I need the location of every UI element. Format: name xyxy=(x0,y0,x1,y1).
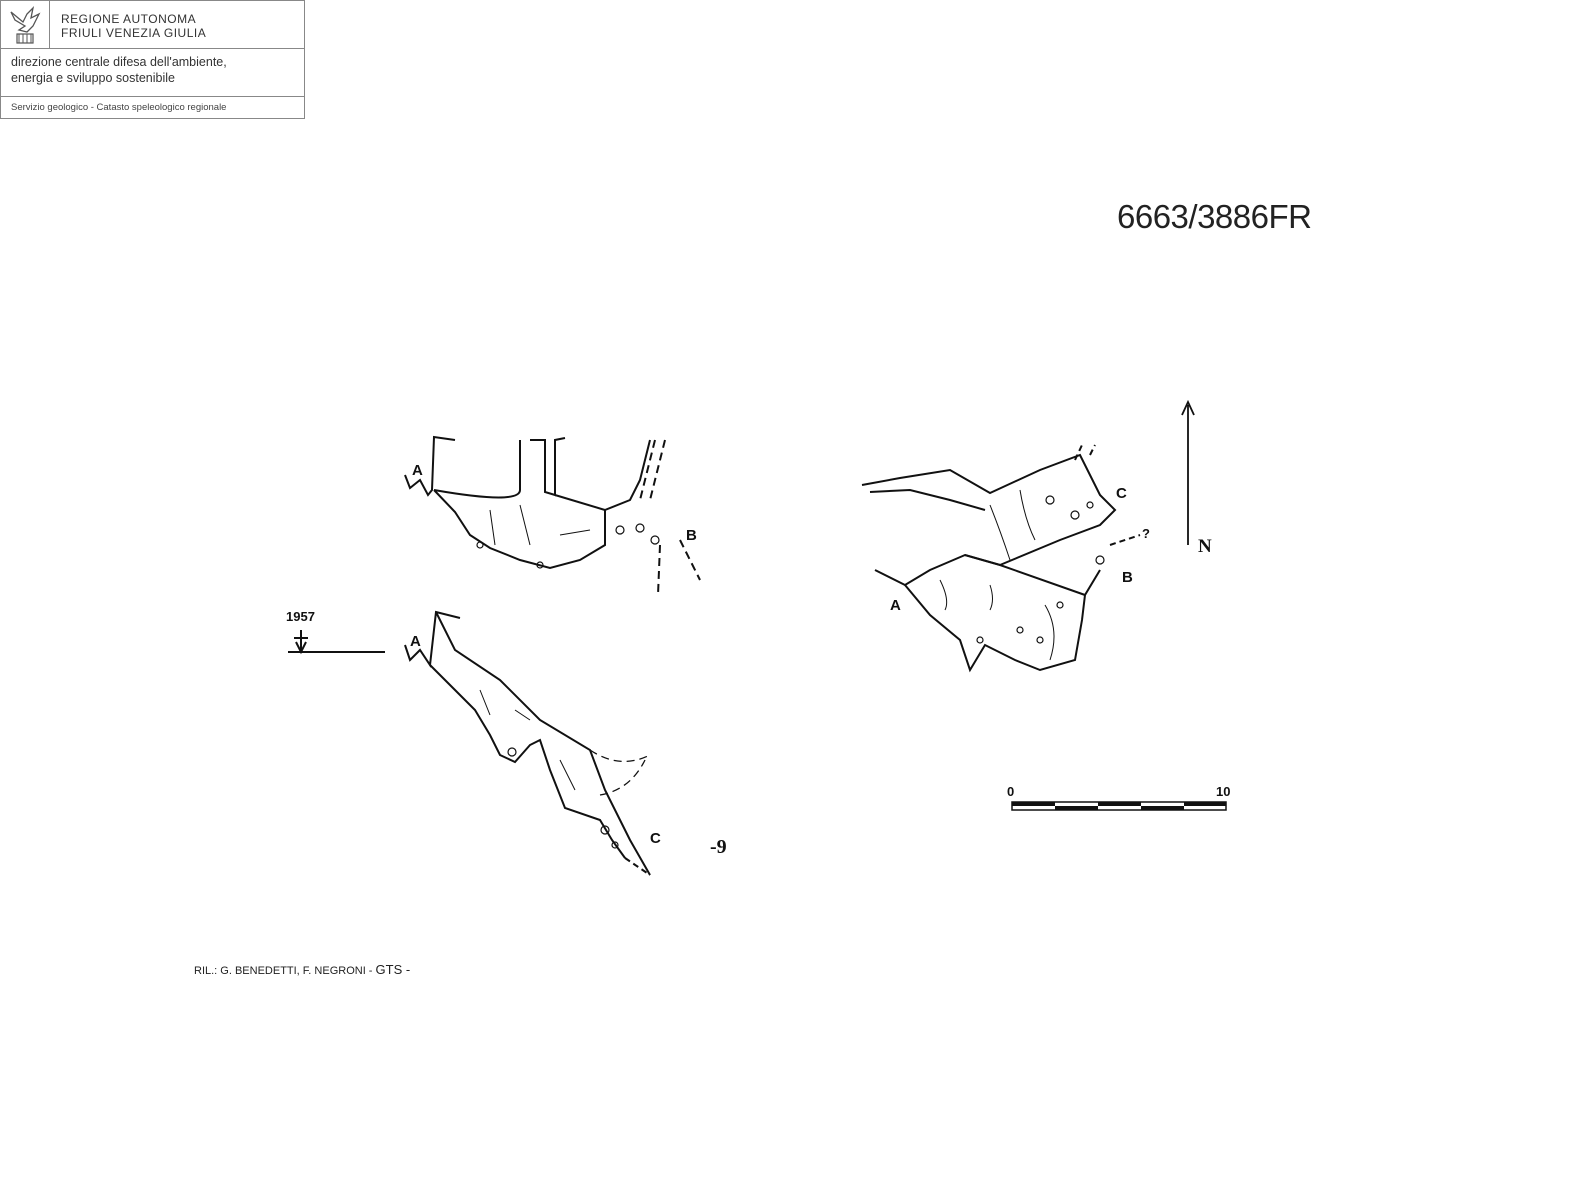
section-view xyxy=(404,435,701,596)
cave-code: 6663/3886FR xyxy=(1117,198,1312,235)
scale-bar xyxy=(1011,801,1227,811)
plan-view xyxy=(861,399,1195,673)
profile-label-c: C xyxy=(650,830,661,847)
survey-credit: RIL.: G. BENEDETTI, F. NEGRONI - GTS - xyxy=(194,962,410,977)
scale-end: 10 xyxy=(1216,784,1231,799)
plan-label-b: B xyxy=(1122,569,1133,586)
scale-start: 0 xyxy=(1007,784,1015,799)
direction-name: DIREZIONE CENTRALE DIFESA DELL'AMBIENTE,… xyxy=(11,54,227,86)
north-label: N xyxy=(1198,536,1212,557)
plan-label-c: C xyxy=(1116,485,1127,502)
section-label-b: B xyxy=(686,527,697,544)
plan-question-mark: ? xyxy=(1142,526,1150,541)
region-line2: FRIULI VENEZIA GIULIA xyxy=(61,26,207,40)
profile-view xyxy=(288,610,651,876)
direction-line1: DIREZIONE CENTRALE DIFESA DELL'AMBIENTE, xyxy=(11,55,227,69)
eagle-logo-icon xyxy=(10,6,41,44)
survey-group: GTS - xyxy=(375,962,411,977)
depth-label: -9 xyxy=(710,836,727,858)
north-arrow-icon xyxy=(1181,399,1195,545)
surveyors: RIL.: G. BENEDETTI, F. NEGRONI - xyxy=(194,965,373,977)
header-divider xyxy=(49,1,50,48)
header-divider-2 xyxy=(1,96,304,97)
section-label-a: A xyxy=(412,462,423,479)
direction-line2: ENERGIA E SVILUPPO SOSTENIBILE xyxy=(11,71,175,85)
profile-label-a: A xyxy=(410,633,421,650)
plan-label-a: A xyxy=(890,597,901,614)
region-line1: REGIONE AUTONOMA xyxy=(61,12,197,26)
institution-header: REGIONE AUTONOMA FRIULI VENEZIA GIULIA D… xyxy=(0,0,305,119)
service-name: Servizio geologico - Catasto speleologic… xyxy=(11,102,227,113)
region-name: REGIONE AUTONOMA FRIULI VENEZIA GIULIA xyxy=(61,12,206,40)
header-top: REGIONE AUTONOMA FRIULI VENEZIA GIULIA xyxy=(1,1,304,49)
survey-year: 1957 xyxy=(286,609,315,624)
